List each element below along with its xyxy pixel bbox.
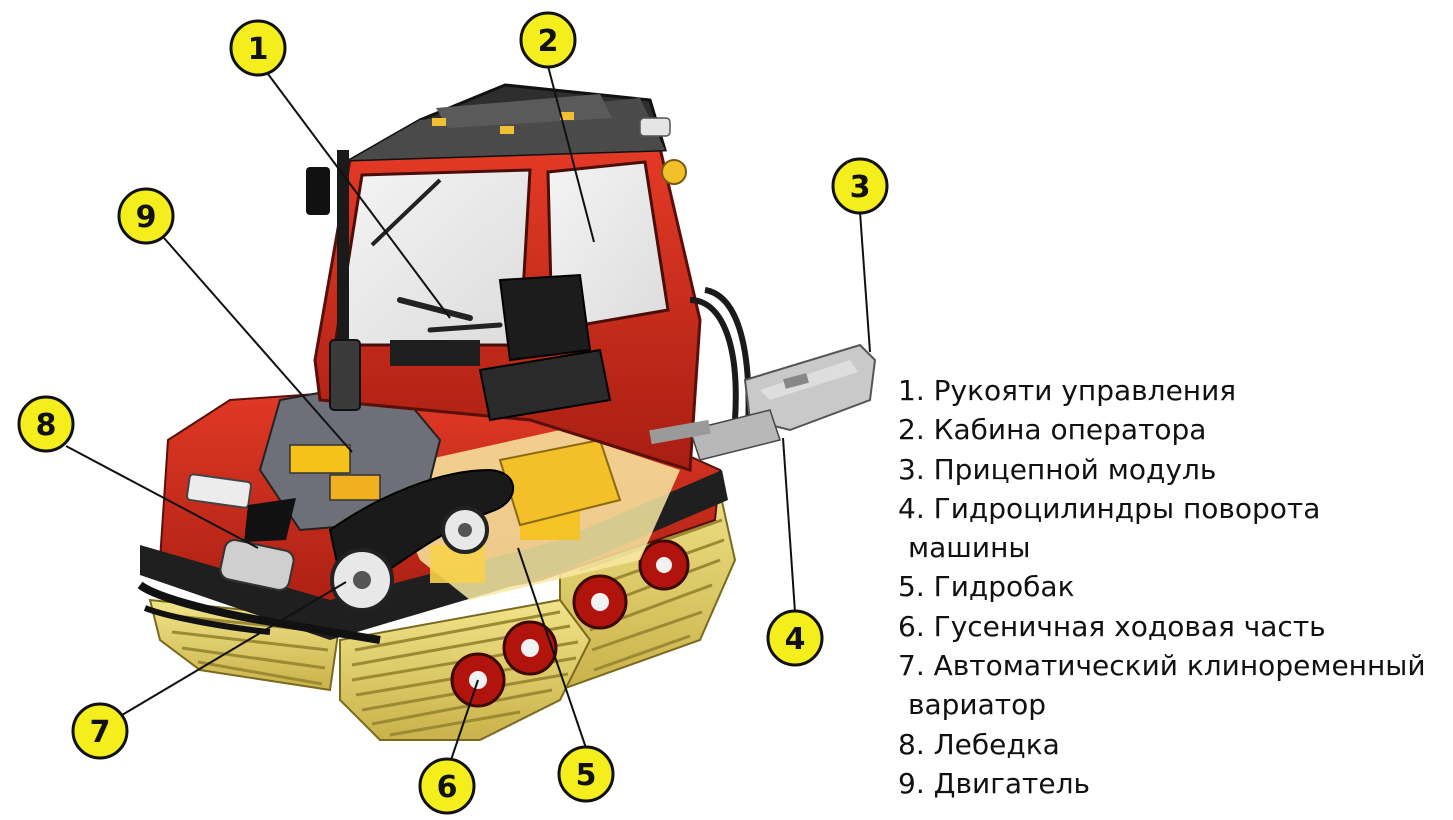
legend-item-9: 9. Двигатель bbox=[898, 764, 1448, 803]
leader-line-7 bbox=[121, 581, 347, 716]
legend-item-4-continuation: машины bbox=[908, 531, 1031, 565]
callout-5-number: 5 bbox=[576, 758, 597, 793]
callout-6: 6 bbox=[418, 757, 476, 815]
legend-item-3: 3. Прицепной модуль bbox=[898, 450, 1448, 489]
legend-item-8-text: 8. Лебедка bbox=[898, 727, 1060, 761]
callout-5: 5 bbox=[557, 745, 615, 803]
operator-cab bbox=[306, 83, 752, 472]
leader-lines bbox=[65, 65, 871, 761]
legend-item-4: 4. Гидроцилиндры поворота машины bbox=[898, 489, 1448, 568]
legend-item-5: 5. Гидробак bbox=[898, 567, 1448, 606]
callout-9-number: 9 bbox=[136, 200, 157, 235]
legend-item-8: 8. Лебедка bbox=[898, 725, 1448, 764]
legend-item-1: 1. Рукояти управления bbox=[898, 371, 1448, 410]
road-wheels bbox=[450, 539, 690, 708]
leader-line-8 bbox=[65, 445, 259, 549]
callout-8-number: 8 bbox=[36, 408, 57, 443]
callout-7: 7 bbox=[71, 702, 129, 760]
legend-item-9-text: 9. Двигатель bbox=[898, 766, 1090, 800]
parts-legend: 1. Рукояти управления 2. Кабина оператор… bbox=[898, 371, 1448, 803]
callout-3-number: 3 bbox=[850, 170, 871, 205]
vehicle-illustration bbox=[137, 83, 877, 741]
legend-item-6: 6. Гусеничная ходовая часть bbox=[898, 607, 1448, 646]
legend-item-2-text: 2. Кабина оператора bbox=[898, 413, 1207, 447]
leader-line-3 bbox=[859, 211, 871, 353]
legend-item-2: 2. Кабина оператора bbox=[898, 410, 1448, 449]
leader-line-9 bbox=[163, 237, 353, 453]
legend-item-3-text: 3. Прицепной модуль bbox=[898, 452, 1217, 486]
callout-1: 1 bbox=[229, 19, 287, 77]
trailer-hitch-module bbox=[649, 343, 877, 461]
leader-line-2 bbox=[547, 65, 595, 243]
callout-1-number: 1 bbox=[248, 32, 269, 67]
callout-4: 4 bbox=[766, 609, 824, 667]
callout-2: 2 bbox=[519, 11, 577, 69]
leader-line-6 bbox=[450, 679, 479, 761]
callouts: 1 2 3 4 5 6 7 8 bbox=[17, 11, 889, 815]
leader-line-4 bbox=[782, 437, 796, 613]
callout-7-number: 7 bbox=[90, 715, 111, 750]
leader-line-5 bbox=[517, 547, 587, 749]
callout-6-number: 6 bbox=[437, 770, 458, 805]
legend-item-6-text: 6. Гусеничная ходовая часть bbox=[898, 609, 1326, 643]
callout-4-number: 4 bbox=[785, 622, 806, 657]
callout-9: 9 bbox=[117, 187, 175, 245]
interior-cutaway bbox=[219, 365, 680, 612]
legend-item-7: 7. Автоматический клиноременный вариатор bbox=[898, 646, 1448, 725]
legend-item-7-continuation: вариатор bbox=[908, 688, 1047, 722]
leader-line-1 bbox=[267, 73, 451, 319]
callout-8: 8 bbox=[17, 395, 75, 453]
legend-item-5-text: 5. Гидробак bbox=[898, 570, 1075, 604]
legend-item-1-text: 1. Рукояти управления bbox=[898, 374, 1237, 407]
callout-2-number: 2 bbox=[538, 24, 559, 59]
legend-item-7-text: 7. Автоматический клиноременный bbox=[898, 649, 1426, 683]
legend-item-4-text: 4. Гидроцилиндры поворота bbox=[898, 491, 1321, 525]
callout-3: 3 bbox=[831, 157, 889, 215]
